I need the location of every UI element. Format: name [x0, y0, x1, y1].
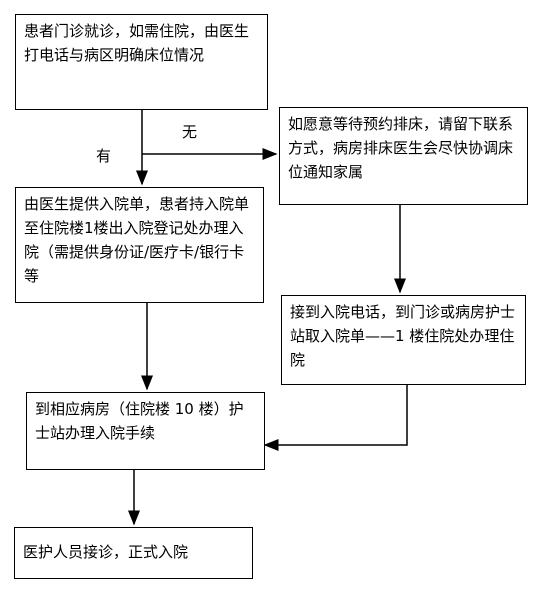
step-admission-form-text: 由医生提供入院单，患者持入院单至住院楼1楼出入院登记处办理入院（需提供身份证/医… — [24, 195, 250, 285]
step-final-text: 医护人员接诊，正式入院 — [23, 543, 189, 561]
step-admission-form: 由医生提供入院单，患者持入院单至住院楼1楼出入院登记处办理入院（需提供身份证/医… — [15, 187, 264, 303]
edge-label-yes: 有 — [96, 147, 112, 165]
step-ward-text: 到相应病房（住院楼 10 楼）护士站办理入院手续 — [35, 400, 244, 442]
step-wait: 如愿意等待预约排床，请留下联系方式，病房排床医生会尽快协调床位通知家属 — [279, 107, 528, 205]
step-call: 接到入院电话，到门诊或病房护士站取入院单——1 楼住院处办理住院 — [281, 295, 526, 385]
step-consult-text: 患者门诊就诊，如需住院，由医生打电话与病区明确床位情况 — [24, 22, 250, 64]
step-call-text: 接到入院电话，到门诊或病房护士站取入院单——1 楼住院处办理住院 — [290, 303, 516, 369]
step-final: 医护人员接诊，正式入院 — [14, 527, 253, 579]
step-wait-text: 如愿意等待预约排床，请留下联系方式，病房排床医生会尽快协调床位通知家属 — [288, 115, 514, 181]
edge-label-no: 无 — [182, 123, 198, 141]
arrow-call-ward — [263, 385, 408, 451]
step-ward: 到相应病房（住院楼 10 楼）护士站办理入院手续 — [26, 392, 265, 470]
step-consult: 患者门诊就诊，如需住院，由医生打电话与病区明确床位情况 — [15, 14, 268, 110]
